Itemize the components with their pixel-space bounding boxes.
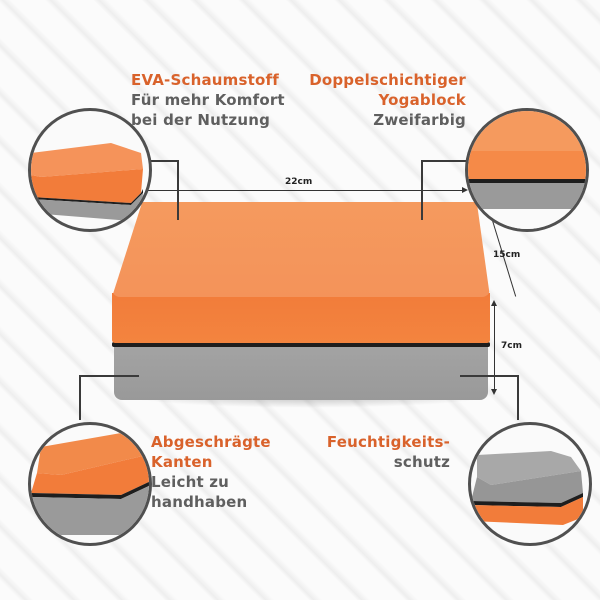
arrow-right-icon xyxy=(462,187,468,193)
feature-title: Feuchtigkeits- xyxy=(326,433,450,451)
block-orange-top xyxy=(112,202,490,297)
dimension-length-label: 22cm xyxy=(285,177,313,187)
feature-subtitle: schutz xyxy=(393,453,450,471)
feature-title-line: Yogablock xyxy=(378,91,466,109)
dimension-height-label: 7cm xyxy=(501,341,522,351)
block-layer-closeup-icon xyxy=(465,108,589,232)
feature-moisture-protection: Feuchtigkeits- schutz xyxy=(300,432,450,472)
feature-title-line: Abgeschrägte xyxy=(151,433,271,451)
feature-subtitle: Zweifarbig xyxy=(373,111,466,129)
block-gray-layer xyxy=(114,347,488,400)
feature-subtitle-line: Leicht zu xyxy=(151,473,230,491)
block-orange-front xyxy=(112,293,490,343)
feature-dual-layer: Doppelschichtiger Yogablock Zweifarbig xyxy=(300,70,466,130)
feature-title: EVA-Schaumstoff xyxy=(131,71,279,89)
feature-beveled-edges: Abgeschrägte Kanten Leicht zu handhaben xyxy=(151,432,271,512)
feature-subtitle-line: handhaben xyxy=(151,493,248,511)
beveled-edge-closeup-icon xyxy=(28,422,152,546)
arrow-down-icon xyxy=(491,389,497,395)
feature-title-line: Kanten xyxy=(151,453,213,471)
moisture-bottom-closeup-icon xyxy=(468,422,592,546)
feature-subtitle-line: Für mehr Komfort xyxy=(131,91,285,109)
arrow-up-icon xyxy=(491,300,497,306)
feature-title-line: Doppelschichtiger xyxy=(309,71,466,89)
block-corner-closeup-icon xyxy=(28,108,152,232)
dimension-width-label: 15cm xyxy=(493,250,521,260)
feature-subtitle-line: bei der Nutzung xyxy=(131,111,271,129)
block-seam xyxy=(112,342,490,347)
feature-eva-foam: EVA-Schaumstoff Für mehr Komfort bei der… xyxy=(131,70,285,130)
